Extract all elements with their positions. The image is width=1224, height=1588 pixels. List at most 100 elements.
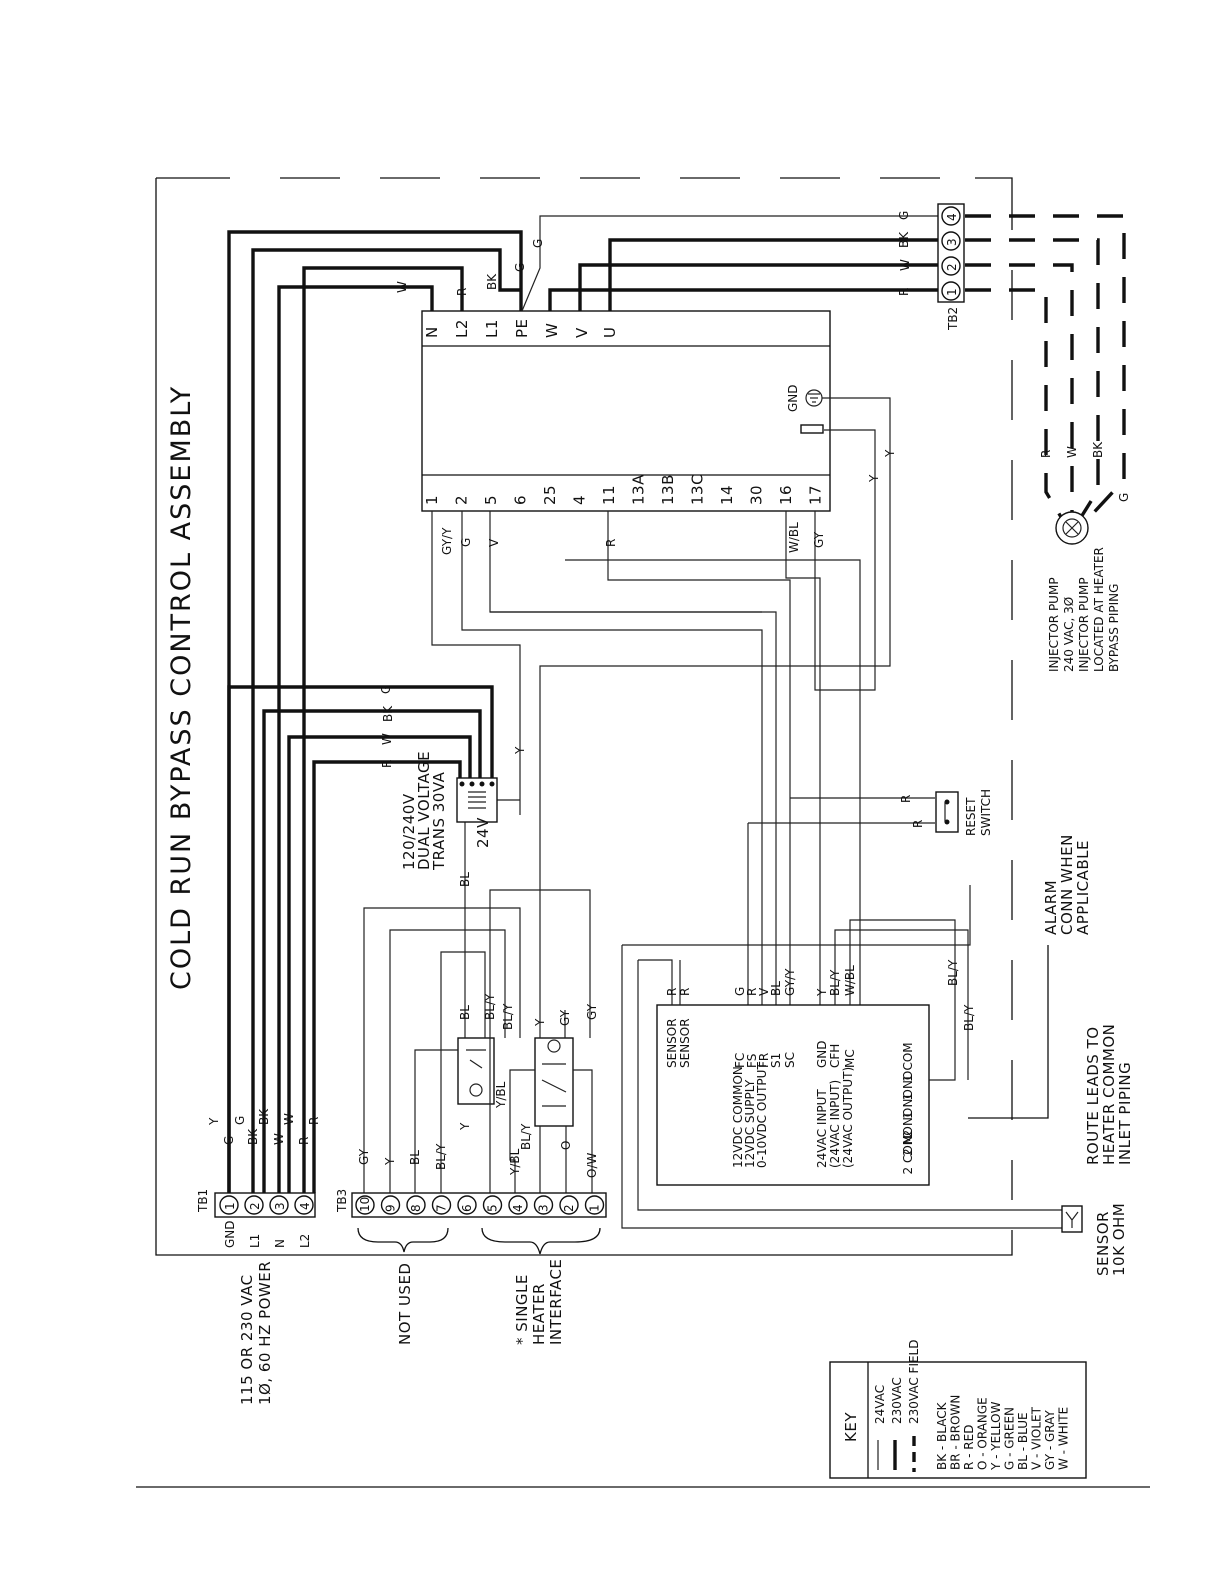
wire-sw-y <box>565 559 861 1005</box>
tb3-terminal <box>355 1195 375 1215</box>
relay-wire-label: BL/Y <box>483 993 497 1020</box>
tb3-label: TB3 <box>335 1189 349 1213</box>
wire-l2-drive <box>302 266 464 1193</box>
controller-terminal: SENSOR <box>665 1018 679 1068</box>
drive-gnd-label: GND <box>786 384 800 412</box>
transformer-24v: 24V <box>474 817 492 848</box>
wire-v-tb2 <box>578 263 940 311</box>
drive-top-terminal: L1 <box>483 319 501 338</box>
lbl-pe2: G <box>531 239 545 248</box>
tb1-wire-label: W <box>282 1113 296 1125</box>
lbl-reset-r1: R <box>899 795 913 803</box>
lbl-pe: G <box>513 263 527 272</box>
drive-bottom-terminal: 14 <box>718 485 736 505</box>
controller-terminal: SENSOR <box>678 1018 692 1068</box>
wire-pe-drive <box>251 248 522 1193</box>
tb1-wire-label: G <box>222 1136 236 1145</box>
lbl-l1: BK <box>485 273 499 290</box>
wire-d17 <box>814 429 876 691</box>
controller-terminal-desc: (24VAC OUTPUT) <box>841 1067 855 1168</box>
lbl-tb2-g: G <box>897 211 911 220</box>
relay-1-icon <box>457 1037 495 1105</box>
sensor-note-line: 10K OHM <box>1110 1203 1128 1276</box>
tb3-terminal <box>559 1195 579 1215</box>
wire-d5b <box>490 611 777 1005</box>
controller-wire-label: BL/Y <box>828 969 842 996</box>
tb2-terminal <box>941 256 961 276</box>
lbl-pump-r: R <box>1039 450 1053 458</box>
enclosure-outline <box>155 177 1013 1256</box>
alarm-note-line: CONN WHEN <box>1058 834 1076 935</box>
controller-wire-label: R <box>745 988 759 996</box>
tb1-wire-label: W <box>272 1133 286 1145</box>
wire-alarm-2 <box>834 929 969 1080</box>
reset-switch-icon[interactable] <box>935 791 959 833</box>
controller-terminal: MC <box>843 1049 857 1068</box>
wire-d2 <box>461 511 763 1005</box>
lbl-n: W <box>395 281 409 293</box>
controller-wire-label: BL <box>769 981 783 996</box>
controller-outer-bottom <box>621 945 1062 1229</box>
relay-wire-label: BL/Y <box>519 1123 533 1150</box>
drive-unit <box>421 310 831 512</box>
tb3-not-used-brace <box>357 1227 449 1253</box>
controller-relay-contact: 2 COM <box>901 1135 915 1175</box>
tb2-terminal <box>941 206 961 226</box>
key-color-code: G - GREEN <box>1003 1407 1017 1470</box>
transformer-label-line: TRANS 30VA <box>430 771 448 871</box>
tb1-wire-label: Y <box>207 1117 221 1126</box>
tb3-terminal <box>482 1195 503 1215</box>
key-line-label: 230VAC <box>890 1377 904 1424</box>
wire-n-drive <box>277 285 434 1193</box>
tb1-terminal-number: 3 <box>273 1202 287 1210</box>
injector-pump-icon <box>1055 511 1089 545</box>
field-wire-r <box>965 288 1066 523</box>
lbl-tr-bk: BK <box>381 705 395 722</box>
key-color-code: W - WHITE <box>1057 1407 1071 1470</box>
tb1-terminal-name: GND <box>223 1220 237 1248</box>
tb2-terminal <box>941 231 961 251</box>
key-title: KEY <box>842 1412 860 1442</box>
tb1-wire-label: G <box>233 1116 247 1125</box>
controller-terminal: FS <box>745 1054 759 1068</box>
alarm-bracket <box>968 945 1049 1119</box>
key-color-code: GY - GRAY <box>1043 1410 1057 1470</box>
tb1-terminal-name: L1 <box>248 1234 262 1248</box>
tb3-terminal-number: 2 <box>562 1204 576 1212</box>
lbl-alarm-1: BL/Y <box>946 959 960 986</box>
relay-wire-label: GY <box>558 1009 572 1026</box>
transformer-label-line: DUAL VOLTAGE <box>415 751 433 870</box>
tb1-terminal <box>219 1195 239 1215</box>
reset-label-line: SWITCH <box>979 789 993 836</box>
diagram-title: COLD RUN BYPASS CONTROL ASSEMBLY <box>166 385 197 990</box>
tb3-wire-label: BL/Y <box>434 1143 448 1170</box>
lbl-reset-r2: R <box>911 820 925 828</box>
wire-pe-tb2 <box>521 215 940 312</box>
tb2-terminal-number: 3 <box>945 238 959 246</box>
drive-top-terminal: W <box>543 323 561 338</box>
controller-terminal: FC <box>733 1053 747 1068</box>
tb1-terminal-number: 4 <box>298 1202 312 1210</box>
tb3-wire-label: GY <box>357 1148 371 1165</box>
tb3-terminal-number: 10 <box>358 1197 372 1212</box>
lbl-pump-g: G <box>1117 493 1131 502</box>
tb3-wire-label: Y <box>383 1157 397 1166</box>
key-color-code: BL - BLUE <box>1016 1412 1030 1470</box>
key-line-label: 230VAC FIELD <box>907 1340 921 1425</box>
relay-wire-label: GY <box>585 1003 599 1020</box>
pump-label-line: LOCATED AT HEATER <box>1092 547 1106 672</box>
pump-label-line: 240 VAC, 3Ø <box>1062 597 1076 672</box>
lbl-tr-w: W <box>380 733 394 745</box>
tb3-wire-label: O <box>559 1141 573 1150</box>
drive-top-terminal: PE <box>513 318 531 338</box>
tb3-terminal <box>533 1195 554 1215</box>
